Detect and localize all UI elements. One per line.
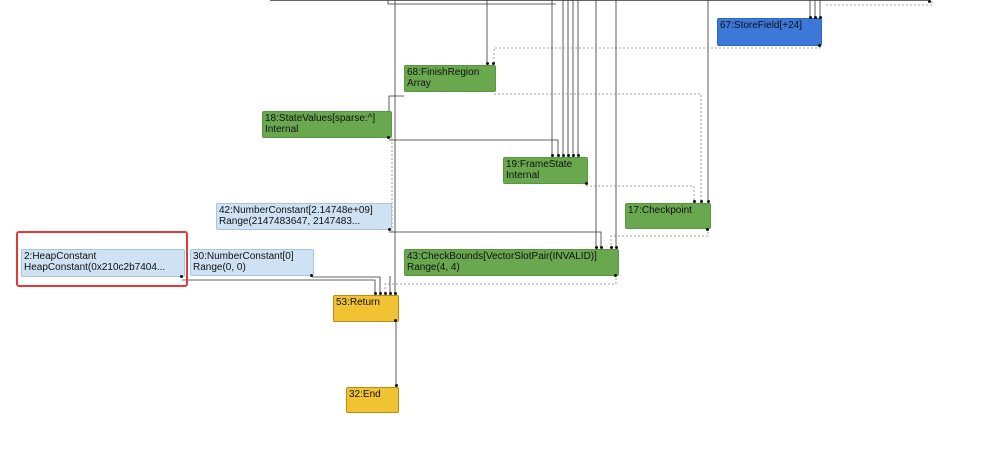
input-port (707, 200, 710, 203)
graph-node[interactable]: 67:StoreField[+24] (717, 18, 822, 46)
node-label: 19:FrameState (506, 159, 573, 170)
input-port (572, 154, 575, 157)
output-port (388, 228, 391, 231)
output-port (310, 274, 313, 277)
input-port (492, 62, 495, 65)
effect-edge (384, 278, 617, 295)
output-port (928, 0, 931, 3)
input-port (595, 246, 598, 249)
graph-node[interactable]: 18:StateValues[sparse:^] Internal (262, 111, 392, 138)
edge (389, 231, 602, 248)
graph-node[interactable]: 30:NumberConstant[0] Range(0, 0) (190, 249, 314, 276)
input-port (562, 154, 565, 157)
graph-node[interactable]: 19:FrameState Internal (503, 157, 588, 184)
graph-node[interactable]: 42:NumberConstant[2.14748e+09] Range(214… (216, 203, 392, 230)
graph-node[interactable]: 68:FinishRegion Array (404, 65, 496, 92)
node-label: 68:FinishRegion (407, 67, 480, 78)
input-port (809, 16, 812, 19)
node-label: 17:Checkpoint (628, 205, 692, 216)
output-port (387, 136, 390, 139)
input-port (819, 16, 822, 19)
node-label: 53:Return (336, 297, 380, 308)
input-port (557, 154, 560, 157)
effect-edge (494, 93, 702, 203)
edge (389, 139, 559, 157)
node-label: 30:NumberConstant[0] (193, 251, 294, 262)
input-port (394, 292, 397, 295)
graph-node[interactable]: 32:End (346, 387, 399, 413)
node-sublabel: Range(0, 0) (193, 262, 246, 273)
input-port (486, 62, 489, 65)
edge (182, 279, 376, 295)
output-port (614, 274, 617, 277)
node-sublabel: Range(4, 4) (407, 262, 460, 273)
input-port (379, 292, 382, 295)
input-port (693, 200, 696, 203)
output-port (706, 228, 709, 231)
node-label: 67:StoreField[+24] (720, 20, 802, 31)
output-port (180, 275, 183, 278)
effect-edge (610, 232, 709, 248)
output-port (585, 182, 588, 185)
output-port (818, 44, 821, 47)
input-port (814, 16, 817, 19)
effect-edge (586, 185, 695, 203)
input-port (610, 246, 613, 249)
effect-edge (826, 0, 933, 6)
input-port (600, 246, 603, 249)
input-port (615, 246, 618, 249)
graph-node[interactable]: 43:CheckBounds[VectorSlotPair(INVALID)] … (404, 249, 619, 276)
node-label: 42:NumberConstant[2.14748e+09] (219, 205, 373, 216)
node-label: 43:CheckBounds[VectorSlotPair(INVALID)] (407, 251, 597, 262)
edge (312, 276, 381, 295)
graph-node[interactable]: 53:Return (333, 295, 399, 322)
input-port (384, 292, 387, 295)
input-port (700, 200, 703, 203)
node-sublabel: Internal (265, 124, 299, 135)
input-port (567, 154, 570, 157)
input-port (551, 154, 554, 157)
input-port (389, 292, 392, 295)
edge (388, 95, 404, 112)
graph-node-highlighted[interactable]: 2:HeapConstant HeapConstant(0x210c2b7404… (21, 249, 185, 277)
output-port (394, 319, 397, 322)
graph-node[interactable]: 17:Checkpoint (625, 203, 711, 229)
node-sublabel: HeapConstant(0x210c2b7404... (24, 262, 166, 273)
node-label: 2:HeapConstant (24, 251, 97, 262)
node-sublabel: Range(2147483647, 2147483... (219, 216, 361, 227)
node-label: 18:StateValues[sparse:^] (265, 113, 376, 124)
edge (387, 0, 556, 5)
effect-edge (493, 47, 821, 64)
input-port (374, 292, 377, 295)
input-port (395, 384, 398, 387)
node-label: 32:End (349, 389, 381, 400)
input-port (577, 154, 580, 157)
node-sublabel: Array (407, 78, 431, 89)
node-sublabel: Internal (506, 170, 540, 181)
